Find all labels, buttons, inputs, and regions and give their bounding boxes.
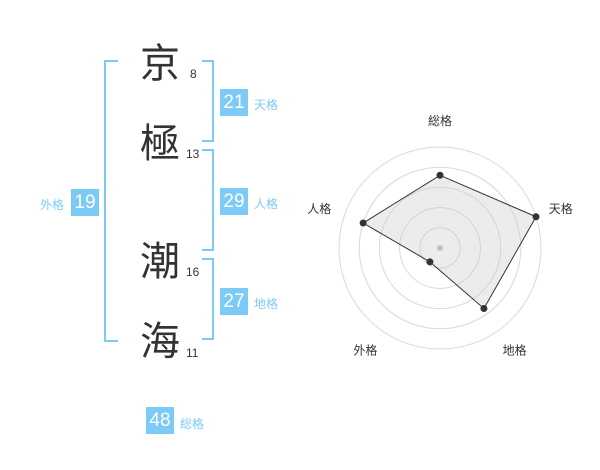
tenkaku-value: 21 — [220, 89, 248, 116]
jinkaku-bracket — [202, 149, 214, 251]
chikaku-bracket — [202, 258, 214, 340]
jinkaku-value: 29 — [220, 188, 248, 215]
gaikaku-bracket — [104, 60, 118, 342]
tenkaku-label: 天格 — [254, 98, 279, 112]
radar-center-dot — [437, 245, 443, 251]
name-char-4: 海 — [140, 319, 180, 365]
radar-area — [362, 174, 537, 310]
radar-point-2 — [532, 213, 540, 221]
stroke-count-4: 11 — [186, 346, 199, 360]
name-char-2: 極 — [140, 121, 180, 167]
jinkaku-label: 人格 — [254, 197, 279, 211]
radar-axis-label-4: 外格 — [353, 343, 377, 358]
radar-axis-label-3: 地格 — [503, 343, 527, 358]
radar-point-4 — [426, 258, 434, 266]
stroke-count-1: 8 — [190, 67, 197, 81]
radar-ring — [399, 207, 481, 289]
radar-axis-label-2: 天格 — [549, 201, 573, 216]
radar-ring — [338, 146, 542, 350]
radar-ring — [358, 166, 522, 330]
name-char-3: 潮 — [140, 239, 180, 285]
radar-point-5 — [359, 219, 367, 227]
name-char-1: 京 — [140, 41, 180, 87]
radar-ring — [419, 227, 461, 269]
soukaku-value: 48 — [146, 407, 174, 434]
gaikaku-value: 19 — [71, 189, 99, 216]
soukaku-label: 総格 — [180, 417, 205, 431]
radar-axis-label-1: 総格 — [428, 113, 452, 128]
chikaku-label: 地格 — [254, 297, 279, 311]
gaikaku-label: 外格 — [40, 198, 65, 212]
chikaku-value: 27 — [220, 288, 248, 315]
radar-point-1 — [436, 171, 444, 179]
tenkaku-bracket — [202, 60, 214, 142]
radar-point-3 — [480, 304, 488, 312]
radar-axis-label-5: 人格 — [307, 201, 331, 216]
radar-ring — [378, 186, 502, 310]
stroke-count-2: 13 — [186, 147, 200, 161]
stroke-count-3: 16 — [186, 265, 200, 279]
